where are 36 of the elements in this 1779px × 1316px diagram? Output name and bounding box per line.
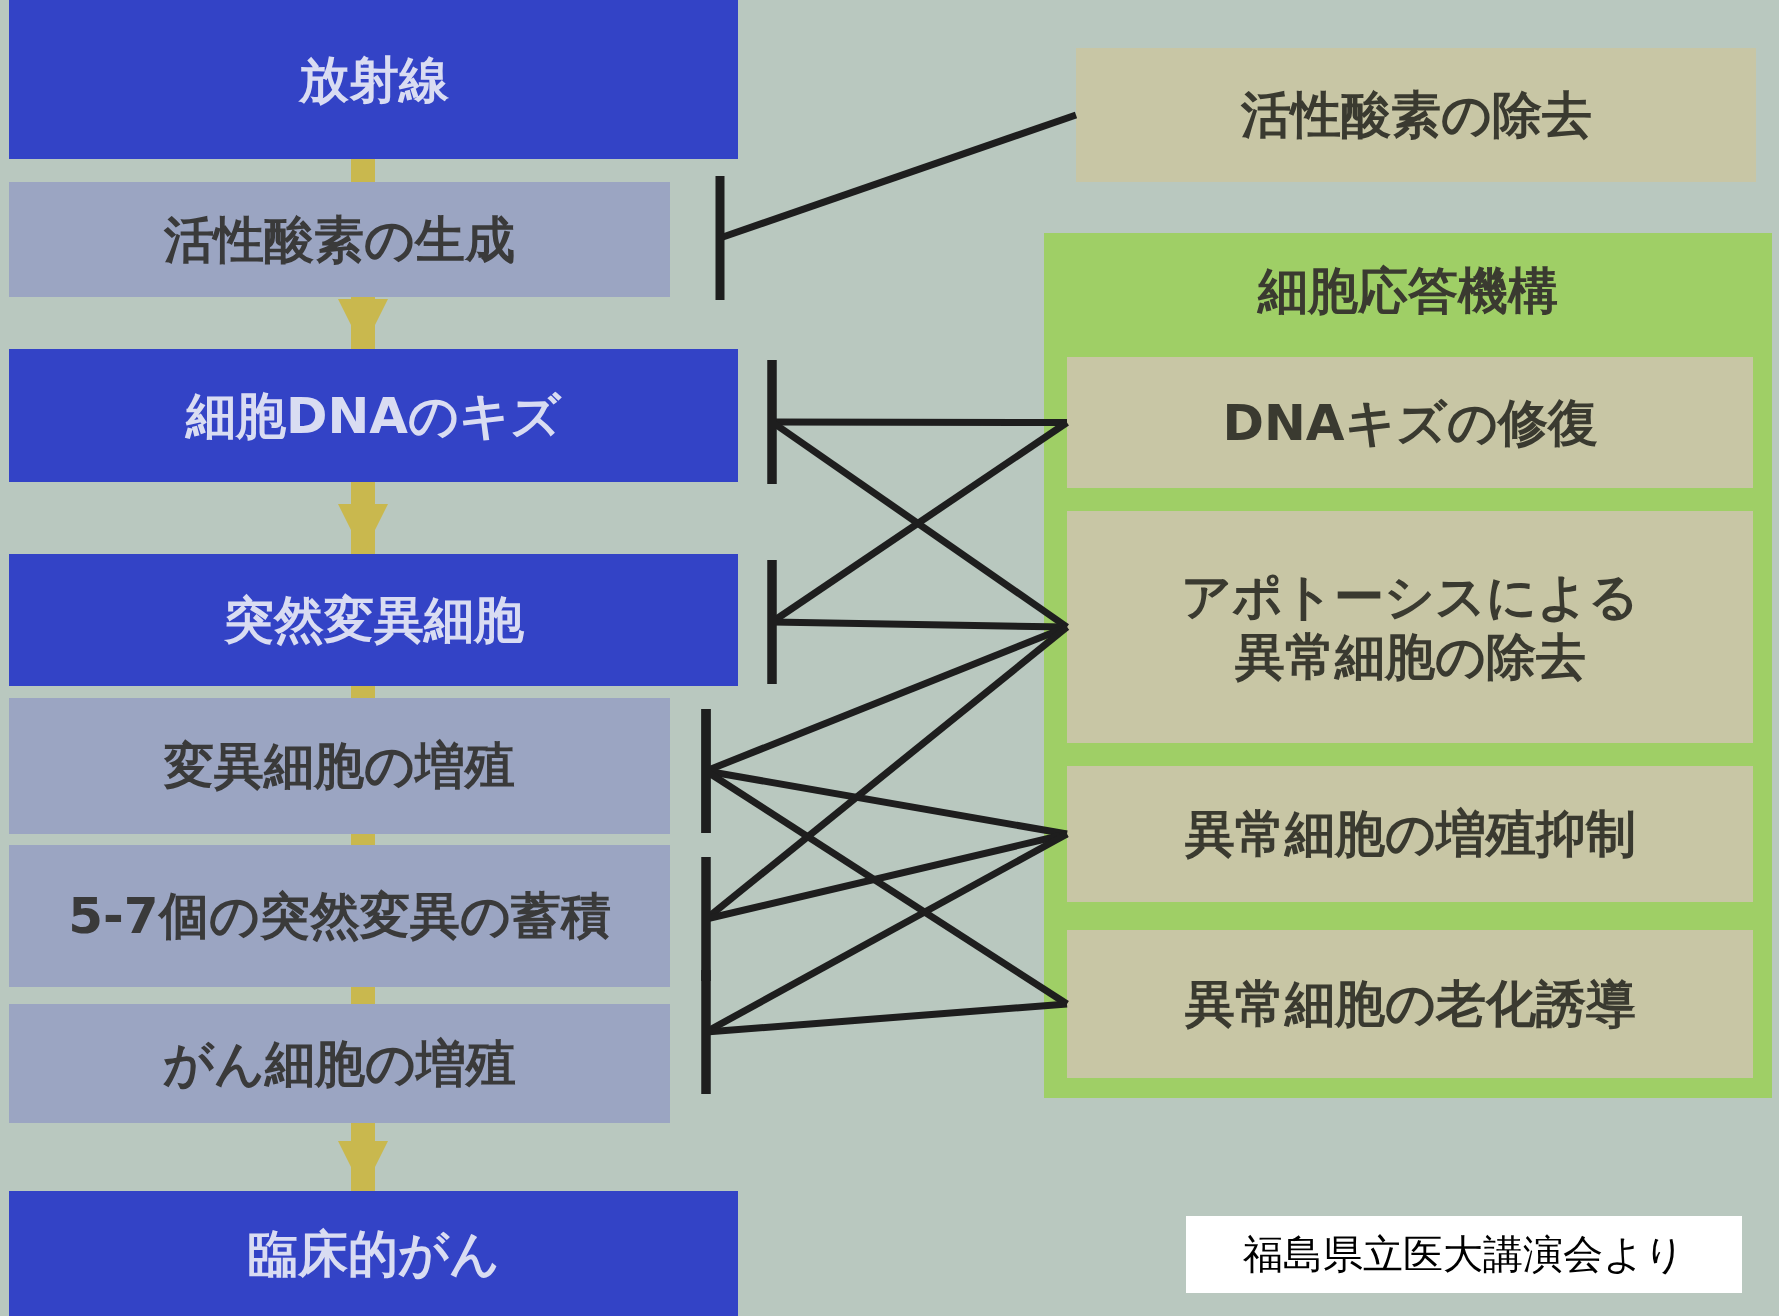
node-text: 放射線 (297, 49, 450, 110)
process-box (9, 1004, 670, 1123)
arrow (338, 482, 388, 554)
node-text: DNAキズの修復 (1221, 392, 1599, 453)
response-box (1067, 511, 1753, 743)
arrow (338, 297, 388, 349)
response-box (1067, 930, 1753, 1078)
process-box (9, 182, 670, 297)
node-text: 細胞DNAのキズ (184, 385, 563, 446)
connector-line (351, 834, 375, 845)
connector-line (351, 987, 375, 1004)
group-panel (1044, 233, 1772, 1098)
node-text: がん細胞の増殖 (162, 1033, 517, 1094)
node-text: 細胞応答機構 (1256, 261, 1559, 321)
process-box (9, 845, 670, 987)
stage-box (9, 349, 738, 482)
node-text: 異常細胞の増殖抑制 (1183, 804, 1637, 864)
source-note: 福島県立医大講演会より (1186, 1216, 1742, 1293)
response-box (1067, 357, 1753, 488)
node-text: アポトーシスによる異常細胞の除去 (1180, 567, 1640, 687)
node-text: 臨床的がん (246, 1223, 501, 1284)
response-box (1076, 48, 1756, 182)
connector-line (351, 686, 375, 698)
stage-box (9, 554, 738, 686)
node-text: 異常細胞の老化誘導 (1183, 974, 1637, 1034)
connector-line (351, 159, 375, 182)
response-box (1067, 766, 1753, 902)
stage-box (9, 0, 738, 159)
node-text: 5-7個の突然変異の蓄積 (67, 886, 612, 946)
arrow (338, 1123, 388, 1191)
node-text: 活性酸素の除去 (1239, 85, 1593, 145)
process-box (9, 698, 670, 834)
node-text: 変異細胞の増殖 (163, 736, 516, 796)
stage-box (9, 1191, 738, 1316)
node-text: 活性酸素の生成 (163, 209, 516, 270)
node-text: 突然変異細胞 (222, 590, 525, 650)
